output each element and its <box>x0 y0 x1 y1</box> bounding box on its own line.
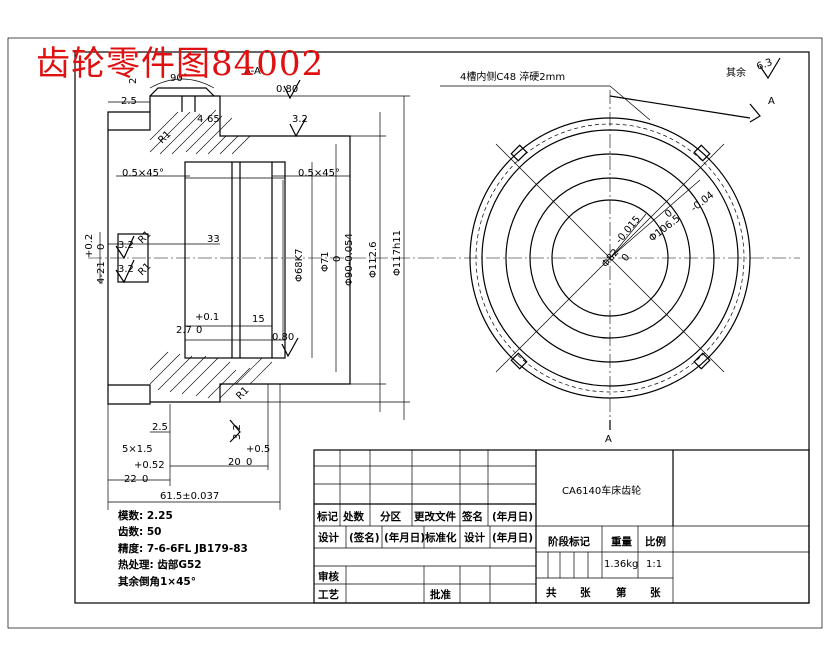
dim-20-tol: +0.5 <box>246 444 270 455</box>
dim-chamfer-left: 0.5×45° <box>122 168 164 179</box>
tb-weight: 1.36kg <box>604 559 639 570</box>
dim-keyway-tol-plus: +0.2 <box>84 234 95 258</box>
roughness-left-upper: 3.2 <box>118 240 134 251</box>
dim-27-zero: 0 <box>196 325 202 336</box>
tb-approve: 批准 <box>430 589 451 601</box>
dim-phi1126: Φ112.6 <box>368 242 379 279</box>
tb-weight-label: 重量 <box>611 536 632 548</box>
dim-phi-inner-tol2: 0 <box>620 252 633 264</box>
tb-sheet-no: 第 <box>616 587 627 599</box>
tb-review: 审核 <box>318 571 339 583</box>
groove-note: 4槽内侧C48 淬硬2mm <box>460 70 565 83</box>
dim-r1-left-upper: R1 <box>136 229 153 246</box>
dim-r1-left-lower: R1 <box>136 261 153 278</box>
dim-total: 61.5±0.037 <box>160 491 219 502</box>
section-a-bottom: A <box>605 434 612 445</box>
tb-sheet-unit: 张 <box>580 587 591 599</box>
dim-phi1066-tol: 0 <box>663 208 675 221</box>
section-marker: A-A <box>244 66 261 77</box>
tb-row-label-3: 更改文件 <box>414 511 456 523</box>
tb-design-3: 标准化 <box>425 532 457 544</box>
dim-keyway-tol-zero: 0 <box>96 244 107 250</box>
note-heat-treatment: 热处理: 齿部G52 <box>118 559 202 572</box>
dim-65: 65 <box>207 114 220 125</box>
technical-notes: 模数: 2.25 齿数: 50 精度: 7-6-6FL JB179-83 热处理… <box>118 508 248 590</box>
tb-stage: 阶段标记 <box>548 536 590 548</box>
section-a-top: A <box>768 96 775 107</box>
tb-scale: 1:1 <box>646 559 663 570</box>
dim-groove: 5×1.5 <box>122 444 153 455</box>
tb-design-2: (年月日) <box>384 532 426 544</box>
tb-row-label-1: 处数 <box>343 511 364 523</box>
roughness-left-lower: 3.2 <box>118 264 134 275</box>
dim-22-zero: 0 <box>142 474 148 485</box>
dim-22: 22 <box>124 474 137 485</box>
note-teeth: 齿数: 50 <box>118 526 162 539</box>
dim-phi-inner-tol: -0.015 <box>614 214 643 246</box>
page-title: 齿轮零件图84002 <box>36 44 325 84</box>
tb-design-5: (年月日) <box>492 532 534 544</box>
tb-row-label-5: (年月日) <box>492 511 534 523</box>
dim-top-2: 2 <box>128 78 139 84</box>
roughness-other-value: 6.3 <box>755 57 774 73</box>
roughness-upper-mid: 3.2 <box>292 114 308 125</box>
tb-design-0: 设计 <box>318 532 339 544</box>
roughness-other: 其余 <box>726 66 746 79</box>
dim-22-tol: +0.52 <box>134 460 165 471</box>
dim-angle: 90° <box>170 73 188 84</box>
dim-33: 33 <box>207 234 220 245</box>
dim-r1-bottom: R1 <box>234 385 251 402</box>
dim-phi90-zero: 0 <box>332 256 343 262</box>
dim-bot-25: 2.5 <box>152 422 168 433</box>
note-precision: 精度: 7-6-6FL JB179-83 <box>118 542 248 555</box>
tb-design-4: 设计 <box>464 532 485 544</box>
section-view <box>88 78 420 510</box>
dim-27-plus: +0.1 <box>195 312 219 323</box>
dim-phi90: Φ90-0.054 <box>344 233 355 286</box>
dim-20: 20 <box>228 457 241 468</box>
tb-scale-label: 比例 <box>645 536 666 548</box>
note-chamfer: 其余倒角1×45° <box>118 575 196 588</box>
dim-r1-top: R1 <box>156 129 173 146</box>
tb-row-label-4: 签名 <box>462 511 483 523</box>
roughness-bore-lower: 0.80 <box>272 332 294 343</box>
tb-design-1: (签名) <box>349 532 380 544</box>
tb-sheet-unit2: 张 <box>650 587 661 599</box>
dim-27: 2.7 <box>176 325 192 336</box>
part-name: CA6140车床齿轮 <box>562 486 642 497</box>
roughness-bottom-mid: 3.2 <box>232 424 243 440</box>
dim-4: 4 <box>197 114 203 125</box>
note-module: 模数: 2.25 <box>118 510 173 522</box>
dim-20-zero: 0 <box>246 457 252 468</box>
dim-chamfer-right: 0.5×45° <box>298 168 340 179</box>
front-view <box>420 57 800 430</box>
roughness-top: 0.80 <box>276 84 298 95</box>
tb-total-sheets: 共 <box>546 587 557 599</box>
dim-phi71: Φ71 <box>320 251 331 272</box>
outer-border <box>7 37 823 629</box>
dim-15: 15 <box>252 314 265 325</box>
dim-left-25: 2.5 <box>121 96 137 107</box>
tb-process: 工艺 <box>318 589 339 601</box>
dim-keyway: 4-21 <box>96 261 107 284</box>
dim-phi68: Φ68K7 <box>294 248 305 282</box>
tb-row-label-2: 分区 <box>380 511 401 523</box>
tb-row-label-0: 标记 <box>317 511 338 523</box>
title-block-grid <box>313 449 810 604</box>
dim-phi117: Φ117h11 <box>392 230 403 276</box>
